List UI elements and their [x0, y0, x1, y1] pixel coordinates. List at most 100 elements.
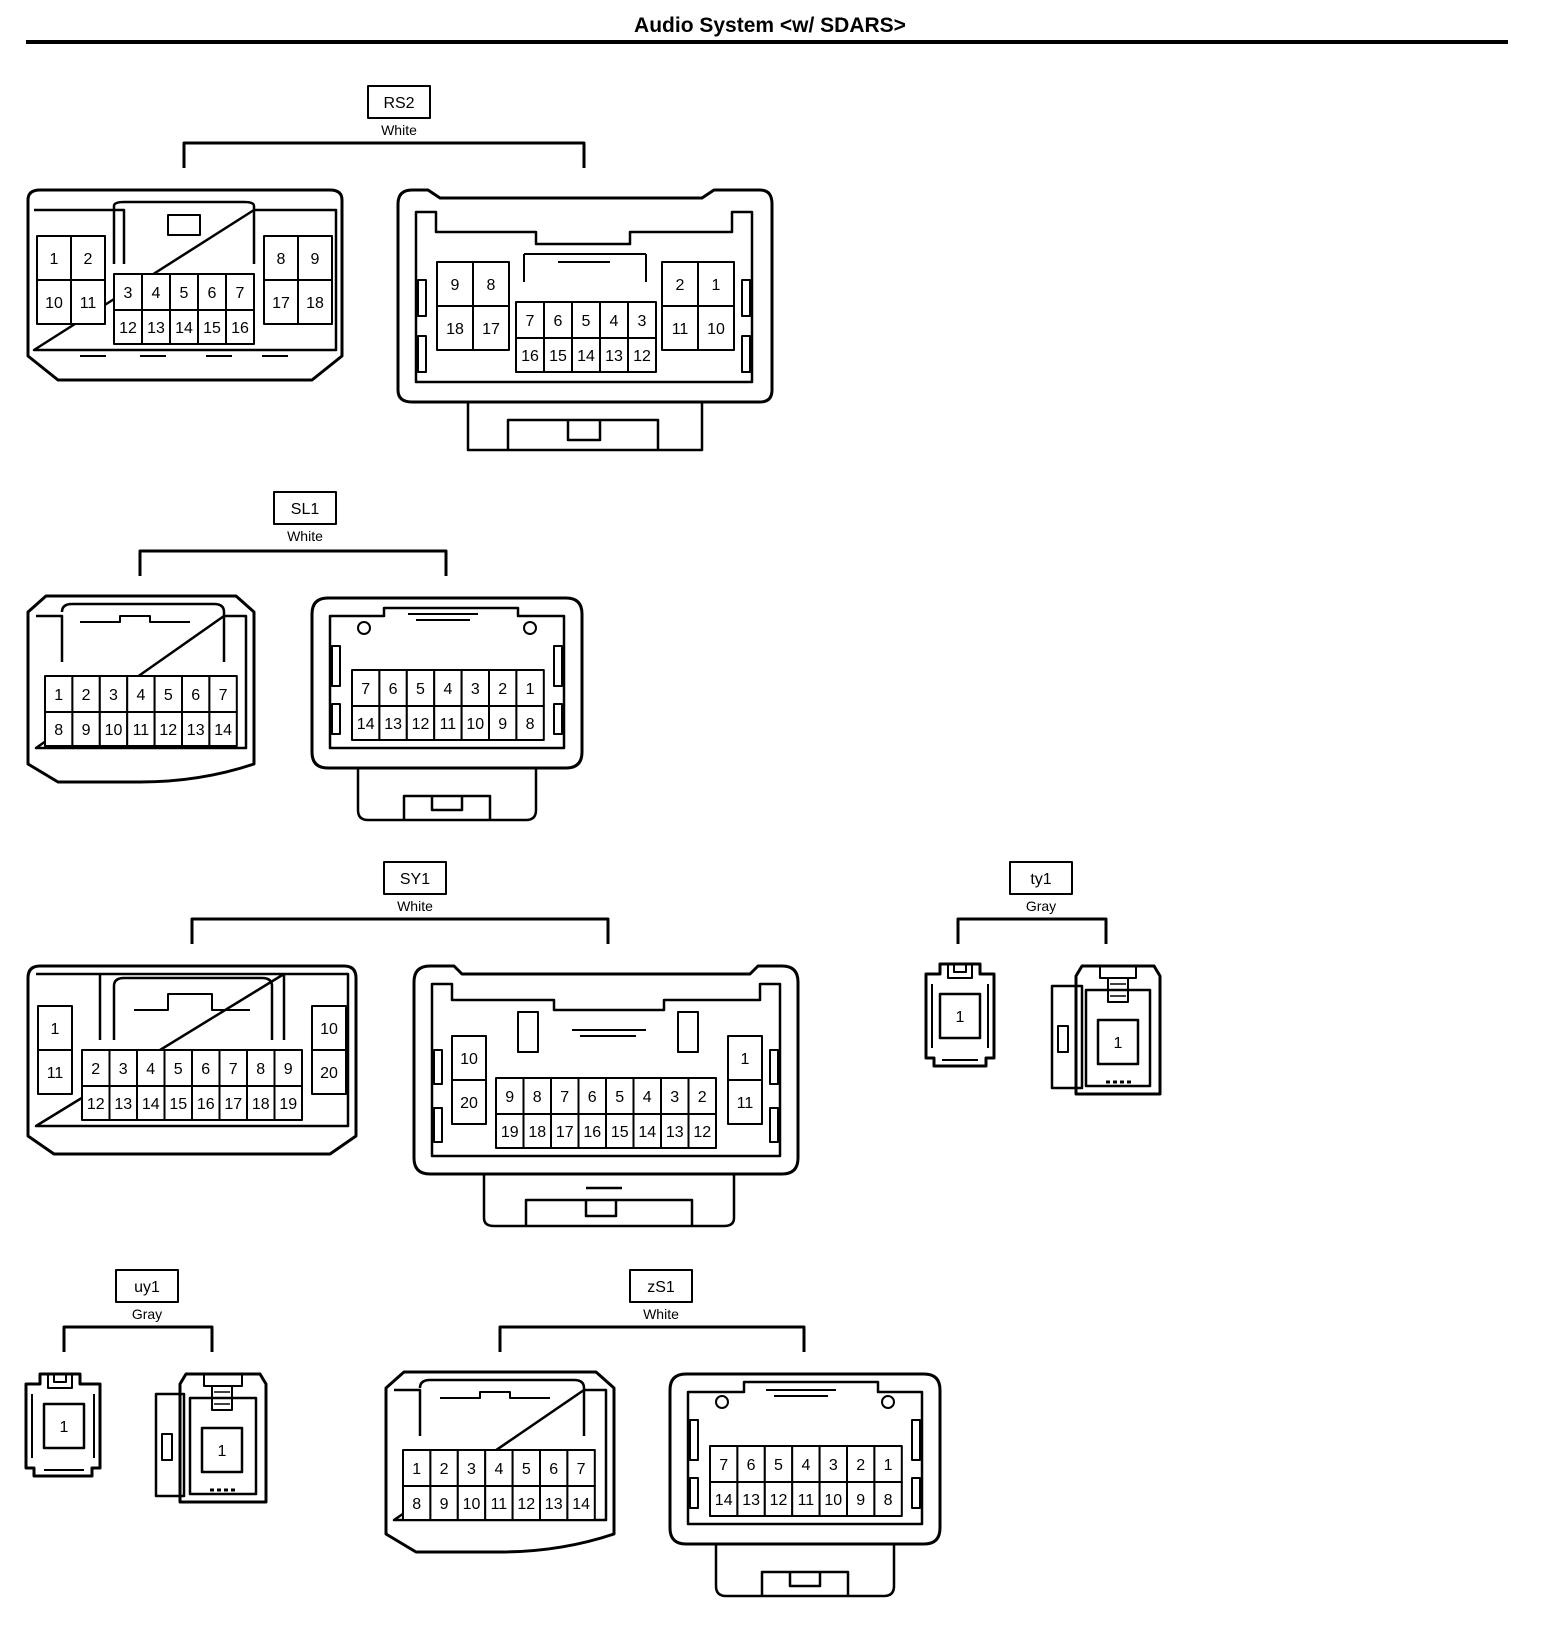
pin-number: 17 [224, 1096, 242, 1113]
pin-cell [37, 1005, 73, 1051]
pin-number: 14 [175, 320, 193, 337]
pin-cell [163, 1085, 193, 1121]
pin-number: 3 [670, 1089, 679, 1106]
pin-cell [273, 1085, 303, 1121]
connector-color: White [643, 1306, 679, 1322]
pin-number: 14 [357, 716, 375, 733]
pin-number: 11 [798, 1492, 815, 1509]
pin-number: 8 [277, 251, 286, 268]
pin-number: 15 [203, 320, 221, 337]
pin-number: 12 [412, 716, 430, 733]
pin-cell [141, 309, 171, 345]
pin-number: 1 [412, 1461, 421, 1478]
pin-number: 13 [147, 320, 165, 337]
pin-row: 10 20 [311, 1005, 347, 1095]
pin-number: 7 [560, 1089, 569, 1106]
pin-number: 9 [856, 1492, 865, 1509]
connector-bracket [138, 549, 448, 576]
pin-number: 3 [119, 1061, 128, 1078]
pin-cell [627, 337, 657, 373]
pin-number: 14 [142, 1096, 160, 1113]
connector-code: ty1 [1030, 871, 1051, 888]
connector-bracket [190, 917, 610, 944]
pin-cell [873, 1445, 903, 1483]
pin-number: 12 [119, 320, 137, 337]
pin-cell [311, 1049, 347, 1095]
pin-number: 12 [770, 1492, 788, 1509]
pin-number: 9 [451, 277, 460, 294]
pin-number: 17 [482, 321, 500, 338]
pin-cell [297, 279, 333, 325]
pin-number: 9 [284, 1061, 293, 1078]
pin-cell [108, 1049, 138, 1087]
pin-number: 1 [51, 1021, 60, 1038]
pin-cell [208, 711, 238, 747]
pin-number: 10 [824, 1492, 842, 1509]
pin-cell [727, 1079, 763, 1125]
pin-number: 12 [159, 722, 177, 739]
pin-number: 18 [528, 1124, 546, 1141]
pin-number: 18 [252, 1096, 270, 1113]
pin-number: 8 [54, 722, 63, 739]
pin-number: 8 [533, 1089, 542, 1106]
pin-cell [522, 1113, 552, 1149]
pin-cell [456, 1485, 487, 1521]
pin-number: 4 [801, 1457, 810, 1474]
pin-number: 2 [84, 251, 93, 268]
pin-number: 11 [672, 321, 689, 338]
pin-number: 11 [737, 1095, 754, 1112]
connector-code: RS2 [383, 95, 414, 112]
pin-number: 15 [611, 1124, 629, 1141]
pin-number: 9 [505, 1089, 514, 1106]
pin-number: 10 [320, 1021, 338, 1038]
connector-color: White [287, 528, 323, 544]
pin-cell [687, 1077, 717, 1115]
pin-number: 4 [443, 681, 452, 698]
pin-number: 15 [169, 1096, 187, 1113]
page-title: Audio System <w/ SDARS> [634, 14, 906, 37]
pin-cell [846, 1481, 876, 1517]
pin-cell [472, 305, 510, 351]
pin-cell [873, 1481, 903, 1517]
pin-cell [599, 337, 629, 373]
pin-cell [44, 711, 74, 747]
connector-code-box [367, 85, 431, 119]
pin-number: 3 [467, 1461, 476, 1478]
pin-number: 14 [715, 1492, 733, 1509]
pin-number: 16 [197, 1096, 215, 1113]
connector-bracket [498, 1325, 806, 1352]
title-rule [26, 40, 1508, 44]
pin-number: 12 [693, 1124, 711, 1141]
pin-cell [433, 705, 463, 741]
pin-number: 20 [320, 1065, 338, 1082]
pin-number: 14 [638, 1124, 656, 1141]
female-connector: 1 [154, 1372, 268, 1504]
pin-number: 18 [306, 295, 324, 312]
pin-number: 10 [460, 1051, 478, 1068]
pin-number: 2 [498, 681, 507, 698]
pin-number: 3 [471, 681, 480, 698]
pin-number: 6 [191, 687, 200, 704]
pin-cell [484, 1485, 514, 1521]
pin-cell [197, 309, 227, 345]
pin-number: 4 [610, 313, 619, 330]
pin-number: 19 [501, 1124, 519, 1141]
pin-number: 4 [494, 1461, 503, 1478]
pin-number: 11 [133, 722, 150, 739]
